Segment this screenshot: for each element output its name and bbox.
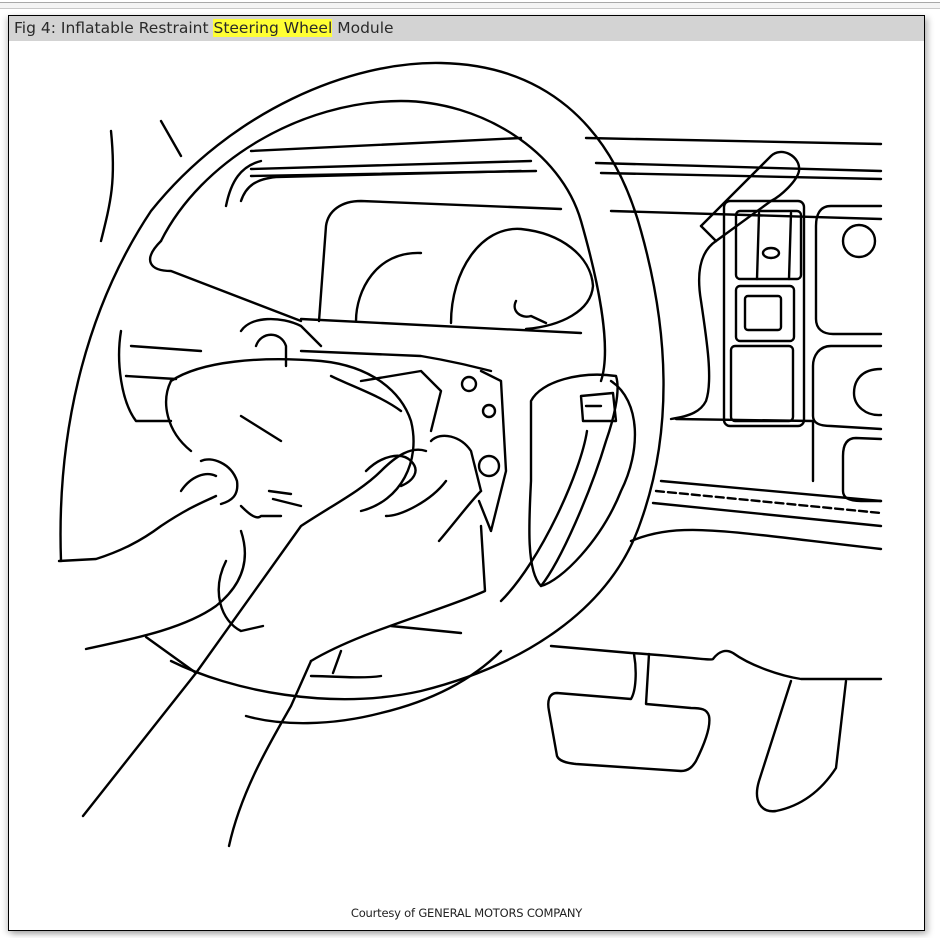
- left-dash-icon: [117, 329, 203, 423]
- pedals-icon: [547, 644, 883, 813]
- left-hand-icon: [57, 458, 283, 675]
- dashboard-lines-icon: [249, 136, 883, 221]
- gear-shift-lever-icon: [669, 150, 801, 421]
- top-divider: [0, 2, 940, 9]
- right-dash-panels-icon: [629, 204, 883, 551]
- figure-panel: Fig 4: Inflatable Restraint Steering Whe…: [8, 15, 925, 931]
- wheel-spoke-right-icon: [528, 373, 619, 588]
- steering-wheel-rim-icon: [59, 61, 665, 701]
- steering-wheel-illustration: [57, 61, 883, 848]
- airbag-module-icon: [164, 317, 508, 533]
- figure-title-prefix: Fig 4: Inflatable Restraint: [14, 19, 214, 37]
- instrument-cluster-icon: [224, 159, 595, 335]
- figure-title-suffix: Module: [332, 19, 394, 37]
- right-hand-forearm-icon: [81, 434, 503, 848]
- figure-title-bar: Fig 4: Inflatable Restraint Steering Whe…: [9, 16, 924, 41]
- figure-credit: Courtesy of GENERAL MOTORS COMPANY: [350, 906, 583, 920]
- switch-panel-icon: [722, 199, 806, 428]
- figure-title-highlight: Steering Wheel: [213, 19, 333, 37]
